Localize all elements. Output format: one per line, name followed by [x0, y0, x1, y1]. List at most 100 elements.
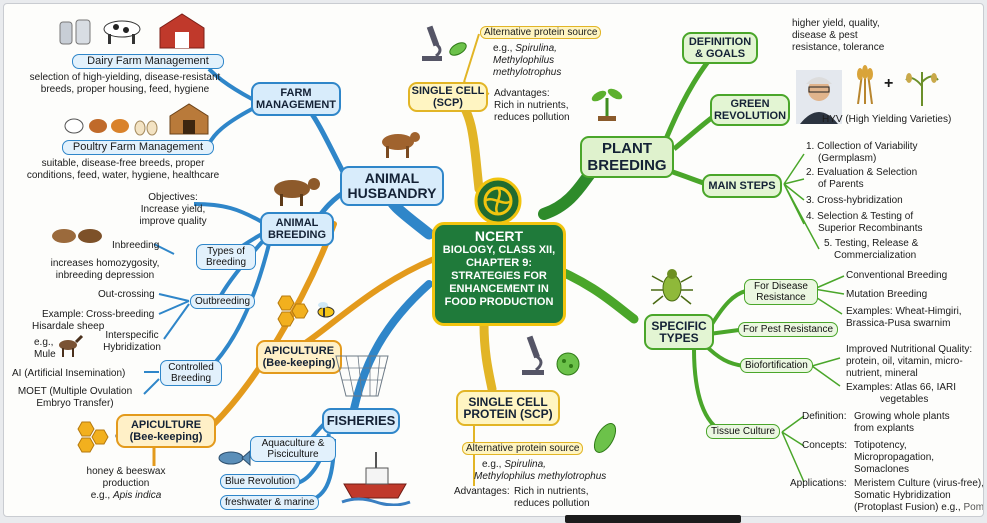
apiculture-low-line-2: (Bee-keeping) — [129, 431, 203, 443]
specific-line-1: SPECIFIC — [651, 319, 707, 333]
tissue-con-2: Micropropagation, — [854, 452, 935, 463]
poultry-desc-1: suitable, disease-free breeds, proper — [41, 158, 205, 169]
node-animal-breeding[interactable]: ANIMAL BREEDING — [260, 212, 334, 246]
honeycomb-icon — [74, 420, 122, 461]
out-crossing: Out-crossing — [98, 289, 155, 300]
step-1a: 1. Collection of Variability — [806, 141, 918, 152]
scp-bottom-alt: Alternative protein source — [462, 442, 584, 455]
step-3: 3. Cross-hybridization — [806, 195, 903, 206]
barn-icon — [156, 12, 208, 55]
definition-line-2: & GOALS — [694, 48, 746, 60]
node-specific-types[interactable]: SPECIFIC TYPES — [644, 314, 714, 350]
fisheries-label: FISHERIES — [326, 413, 396, 428]
honey-example: e.g., Apis indica — [76, 490, 176, 501]
central-topic[interactable]: NCERT BIOLOGY, CLASS XII, CHAPTER 9: STR… — [432, 222, 566, 326]
definition-line-1: DEFINITION — [688, 36, 752, 48]
moet-line-1: MOET (Multiple Ovulation — [17, 386, 133, 397]
biofort-quality-3: nutrient, mineral — [846, 368, 918, 379]
green-rev-line-2: REVOLUTION — [713, 110, 787, 122]
cow-icon — [96, 16, 152, 51]
objectives-line-2: Increase yield, — [140, 204, 206, 215]
plant-breeding-line-2: BREEDING — [587, 157, 667, 174]
tissue-def-1: Growing whole plants — [854, 411, 950, 422]
seedling-icon — [590, 84, 624, 127]
step-5b: Commercialization — [834, 250, 917, 261]
bacteria-icon — [590, 418, 620, 463]
definition-desc-3: resistance, tolerance — [792, 42, 885, 53]
farm-management-line-2: MANAGEMENT — [255, 99, 337, 111]
tissue-app-1: Meristem Culture (virus-free), — [854, 478, 984, 489]
inbreeding-desc-1: increases homozygosity, — [50, 258, 160, 269]
pomato: Pomato — [963, 502, 984, 513]
node-definition-goals[interactable]: DEFINITION & GOALS — [682, 32, 758, 64]
scp-top-adv-1: Advantages: — [494, 88, 550, 99]
mule-line-2: Mule — [34, 349, 56, 360]
poultry-title: Poultry Farm Management — [62, 140, 214, 155]
types-line-1: Types of — [207, 246, 245, 257]
spirulina: Spirulina, — [504, 459, 546, 470]
step-2b: of Parents — [818, 179, 864, 190]
blue-revolution[interactable]: Blue Revolution — [220, 474, 301, 489]
disease-line-1: For Disease — [754, 281, 808, 292]
disease-example-2: Brassica-Pusa swarnim — [846, 318, 951, 329]
controlled-line-1: Controlled — [168, 362, 214, 373]
freshwater-marine[interactable]: freshwater & marine — [220, 495, 320, 510]
hyv-label: HYV (High Yielding Varieties) — [822, 114, 952, 125]
scp-top-line-2: (SCP) — [433, 97, 463, 109]
node-animal-husbandry[interactable]: ANIMAL HUSBANDRY — [340, 166, 444, 206]
outbreeding[interactable]: Outbreeding — [190, 294, 256, 309]
farm-management-line-1: FARM — [280, 87, 312, 99]
apiculture-mid-line-1: APICULTURE — [263, 345, 335, 357]
scp-bottom-sp2: Methylophilus methylotrophus — [474, 471, 606, 482]
node-apiculture-mid[interactable]: APICULTURE (Bee-keeping) — [256, 340, 342, 374]
node-apiculture-low[interactable]: APICULTURE (Bee-keeping) — [116, 414, 216, 448]
mule-line-1: e.g., — [34, 337, 54, 348]
types-of-breeding[interactable]: Types of Breeding — [196, 244, 256, 270]
center-line-3: CHAPTER 9: — [465, 257, 532, 269]
node-plant-breeding[interactable]: PLANT BREEDING — [580, 136, 674, 178]
cow-icon — [374, 124, 424, 167]
objectives-line-1: Objectives: — [148, 192, 198, 203]
honey-eg: e.g., — [90, 490, 113, 501]
apis-indica: Apis indica — [112, 490, 162, 501]
microscope-icon — [418, 24, 446, 69]
biofort-example-2: vegetables — [880, 394, 929, 405]
honeycomb-icon — [272, 294, 314, 339]
scp-top-eg: e.g., Spirulina, — [493, 43, 557, 54]
artificial-insemination: AI (Artificial Insemination) — [12, 368, 126, 379]
node-scp-bottom[interactable]: SINGLE CELL PROTEIN (SCP) — [456, 390, 560, 426]
node-fisheries[interactable]: FISHERIES — [322, 408, 400, 434]
biofortification[interactable]: Biofortification — [740, 358, 813, 373]
tissue-def-2: from explants — [854, 423, 915, 434]
node-main-steps[interactable]: MAIN STEPS — [702, 174, 782, 198]
bacteria-icon — [552, 350, 584, 383]
center-line-5: ENHANCEMENT IN — [449, 283, 549, 295]
scp-top-sp3: methylotrophus — [493, 67, 561, 78]
definition-desc-2: disease & pest — [792, 30, 858, 41]
scp-bottom-line-1: SINGLE CELL — [468, 395, 548, 409]
scp-bottom-line-2: PROTEIN (SCP) — [463, 407, 553, 421]
for-pest-resistance[interactable]: For Pest Resistance — [738, 322, 839, 337]
window-bottom-handle — [565, 515, 741, 523]
eggs-icon — [132, 118, 164, 143]
dairy-desc-1: selection of high-yielding, disease-resi… — [29, 72, 221, 83]
scp-bottom-adv-1: Rich in nutrients, — [514, 486, 589, 497]
aquaculture-line-1: Aquaculture & — [261, 438, 325, 449]
for-disease-resistance[interactable]: For Disease Resistance — [744, 279, 818, 305]
center-line-6: FOOD PRODUCTION — [444, 296, 554, 308]
objectives-line-3: improve quality — [139, 216, 207, 227]
tissue-culture[interactable]: Tissue Culture — [706, 424, 781, 439]
animal-breeding-line-1: ANIMAL — [275, 217, 319, 229]
rice-icon — [902, 62, 942, 111]
apiculture-low-line-1: APICULTURE — [130, 419, 202, 431]
node-scp-top[interactable]: SINGLE CELL (SCP) — [408, 82, 488, 112]
aquaculture[interactable]: Aquaculture & Pisciculture — [250, 436, 336, 462]
cattle-icon — [48, 224, 110, 257]
node-green-revolution[interactable]: GREEN REVOLUTION — [710, 94, 790, 126]
node-farm-management[interactable]: FARM MANAGEMENT — [251, 82, 341, 116]
animal-husbandry-line-2: HUSBANDRY — [347, 185, 437, 201]
scp-top-sp2: Methylophilus — [493, 55, 554, 66]
controlled-breeding[interactable]: Controlled Breeding — [160, 360, 222, 386]
tissue-app-2: Somatic Hybridization — [854, 490, 951, 501]
inbreeding-desc-2: inbreeding depression — [55, 270, 155, 281]
